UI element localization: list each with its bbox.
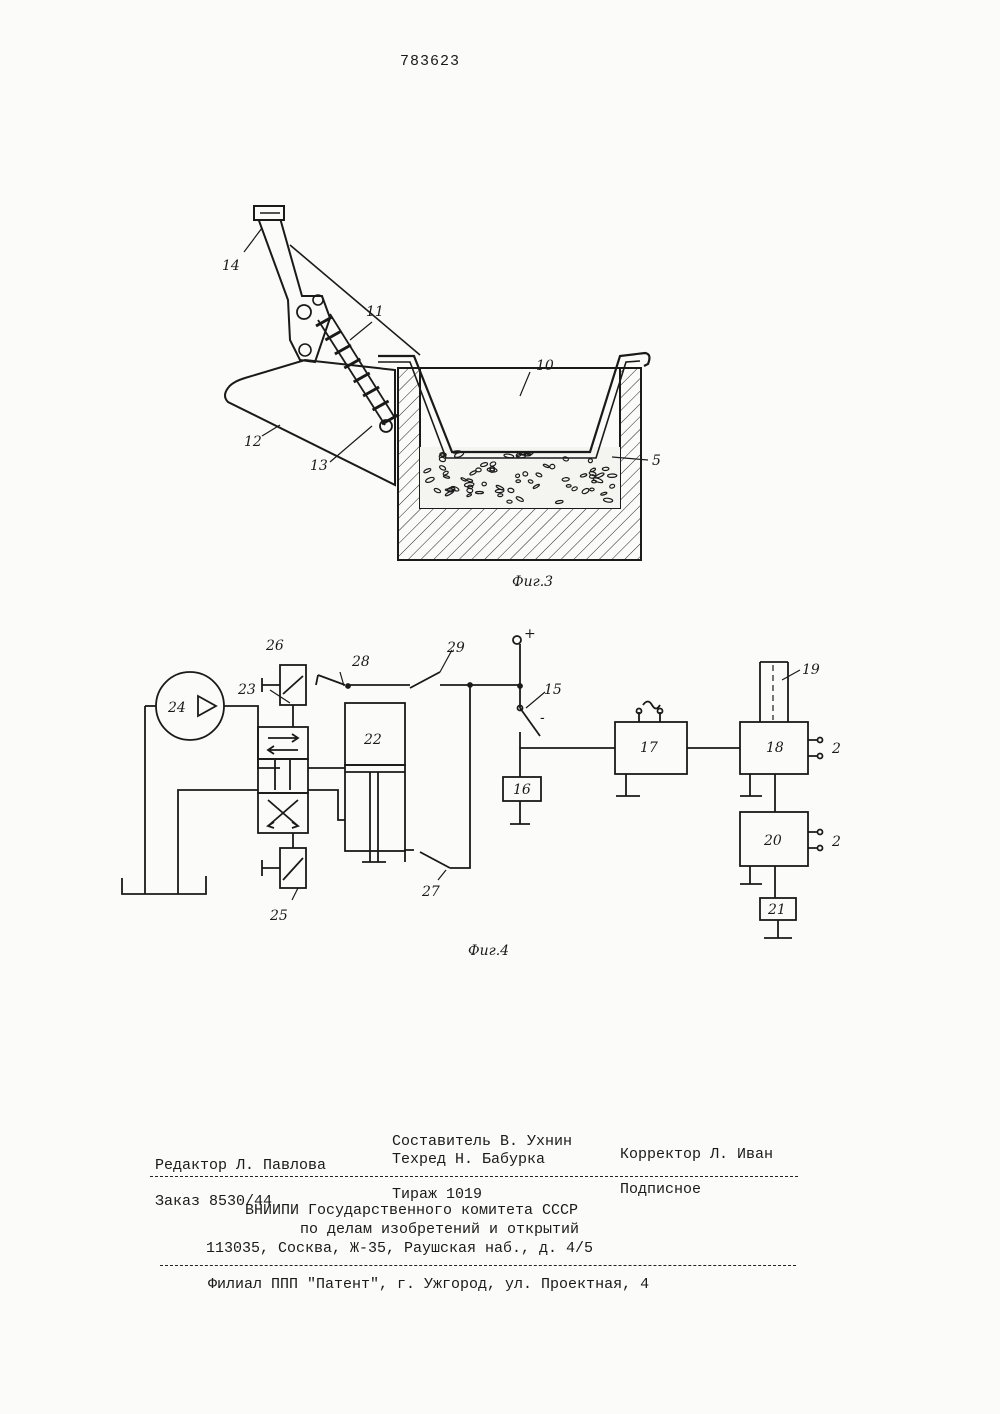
label-minus: - bbox=[540, 710, 545, 726]
fig4-caption: Фиг.4 bbox=[468, 943, 509, 959]
label-16: 16 bbox=[513, 782, 531, 798]
label-27: 27 bbox=[421, 884, 440, 900]
figures-svg: 14 11 10 12 13 5 Фиг.3 bbox=[0, 0, 1000, 1000]
label-18: 18 bbox=[766, 740, 784, 756]
corrector: Корректор Л. Иван bbox=[620, 1146, 773, 1163]
rule-1 bbox=[150, 1176, 798, 1177]
spring-coil bbox=[363, 387, 379, 396]
address: 113035, Сосква, Ж-35, Раушская наб., д. … bbox=[206, 1240, 593, 1257]
pump-24 bbox=[156, 672, 224, 740]
tank bbox=[122, 876, 206, 894]
label-26: 26 bbox=[265, 638, 284, 654]
label-5: 5 bbox=[652, 453, 661, 469]
spring-coil bbox=[354, 373, 370, 382]
label-15: 15 bbox=[544, 682, 562, 698]
label-12: 12 bbox=[244, 434, 262, 450]
label-24: 24 bbox=[167, 700, 186, 716]
rule-2 bbox=[160, 1265, 796, 1266]
fig3-caption: Фиг.3 bbox=[512, 574, 553, 590]
lever-arm bbox=[258, 218, 330, 362]
figure-4 bbox=[122, 636, 823, 938]
branch: Филиал ППП "Патент", г. Ужгород, ул. Про… bbox=[208, 1276, 649, 1293]
figure-3 bbox=[225, 206, 649, 560]
org-line-2: по делам изобретений и открытий bbox=[300, 1221, 579, 1238]
label-2-bottom: 2 bbox=[831, 834, 841, 850]
label-17: 17 bbox=[640, 740, 658, 756]
label-13: 13 bbox=[310, 458, 328, 474]
label-28: 28 bbox=[351, 654, 370, 670]
label-20: 20 bbox=[763, 833, 782, 849]
org-line-1: ВНИИПИ Государственного комитета СССР bbox=[245, 1202, 578, 1219]
label-19: 19 bbox=[802, 662, 820, 678]
label-22: 22 bbox=[363, 732, 382, 748]
cylinder-22 bbox=[308, 703, 405, 862]
spring-13 bbox=[316, 314, 398, 432]
valve-23 bbox=[258, 727, 308, 833]
label-29: 29 bbox=[446, 640, 465, 656]
label-23: 23 bbox=[237, 682, 256, 698]
granular-fill bbox=[420, 447, 620, 508]
compiler: Составитель В. Ухнин bbox=[392, 1133, 572, 1150]
circulation: Тираж 1019 bbox=[392, 1186, 482, 1203]
techred: Техред Н. Бабурка bbox=[392, 1151, 545, 1168]
label-plus: + bbox=[524, 626, 536, 642]
label-21: 21 bbox=[767, 902, 786, 918]
subscription: Подписное bbox=[620, 1181, 701, 1198]
label-2-top: 2 bbox=[831, 741, 841, 757]
label-10: 10 bbox=[536, 358, 554, 374]
editor: Редактор Л. Павлова bbox=[155, 1157, 326, 1174]
label-11: 11 bbox=[366, 304, 384, 320]
label-14: 14 bbox=[222, 258, 240, 274]
label-25: 25 bbox=[269, 908, 288, 924]
